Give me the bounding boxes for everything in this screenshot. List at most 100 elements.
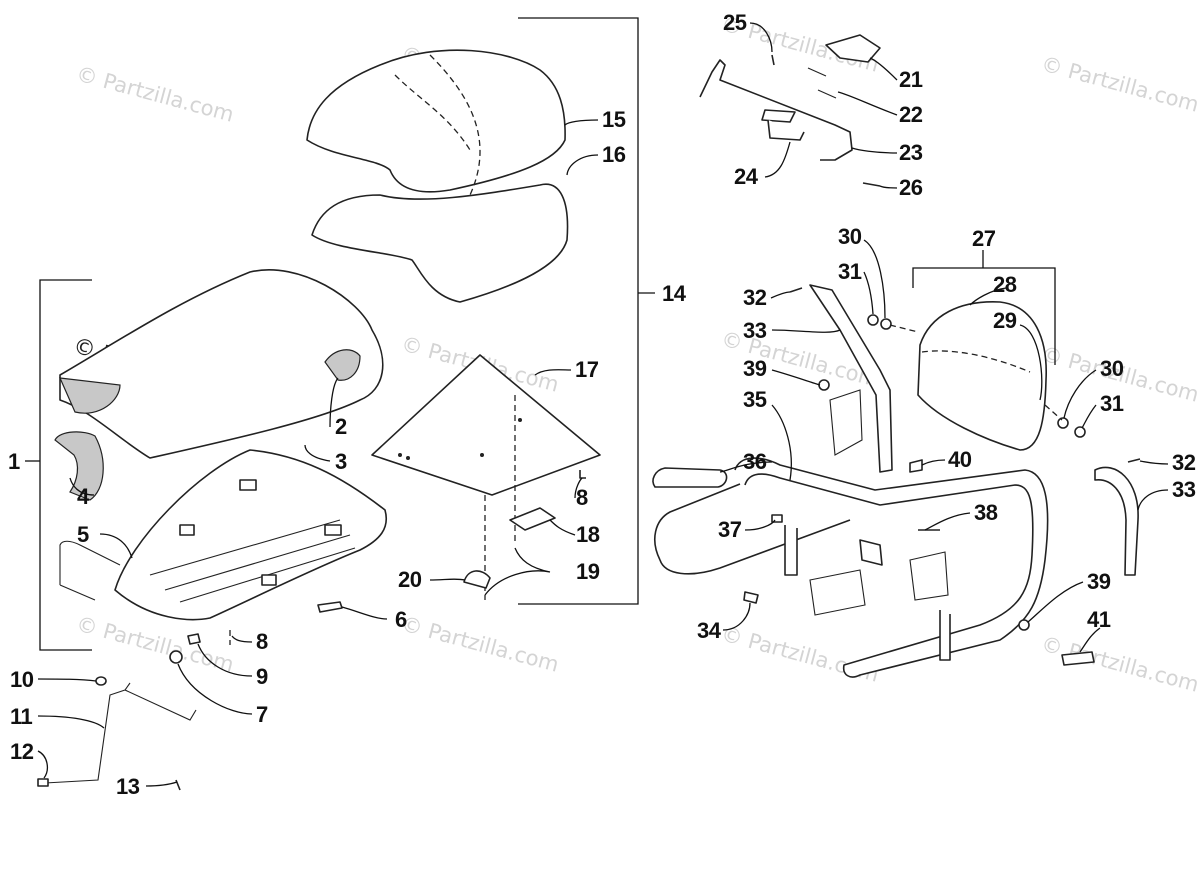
watermark: © Partzilla.com bbox=[399, 612, 562, 677]
washer-7 bbox=[169, 650, 183, 664]
callout-12: 12 bbox=[10, 739, 34, 764]
spring-22 bbox=[807, 67, 837, 99]
bracket-27 bbox=[912, 267, 1056, 365]
callout-19: 19 bbox=[576, 559, 600, 584]
watermark: © Partzilla.com bbox=[1039, 632, 1200, 697]
bolt-40 bbox=[909, 459, 923, 473]
latch-bracket-group bbox=[699, 34, 881, 187]
screw-32 bbox=[1127, 458, 1141, 463]
callout-37: 37 bbox=[718, 517, 742, 542]
seat-foam-insert bbox=[324, 349, 361, 381]
callout-25: 25 bbox=[723, 10, 747, 35]
callout-13: 13 bbox=[116, 774, 140, 799]
seat-cover bbox=[59, 269, 384, 459]
callout-8: 8 bbox=[576, 485, 588, 510]
pin-8 bbox=[579, 470, 586, 479]
nut-39 bbox=[1018, 619, 1030, 631]
seat-plate-17 bbox=[371, 354, 601, 496]
callout-32: 32 bbox=[1172, 450, 1196, 475]
callout-15: 15 bbox=[602, 107, 626, 132]
callout-9: 9 bbox=[256, 664, 268, 689]
callout-27: 27 bbox=[972, 226, 996, 251]
callout-20: 20 bbox=[398, 567, 422, 592]
callout-23: 23 bbox=[899, 140, 923, 165]
mount-bracket-2 bbox=[909, 551, 949, 601]
callout-33: 33 bbox=[743, 318, 767, 343]
callout-39: 39 bbox=[1087, 569, 1111, 594]
screw-32 bbox=[789, 287, 803, 293]
callout-24: 24 bbox=[734, 164, 759, 189]
latch-rod bbox=[44, 682, 197, 784]
latch-tip-12 bbox=[37, 778, 49, 787]
callout-16: 16 bbox=[602, 142, 626, 167]
callout-34: 34 bbox=[697, 618, 722, 643]
clip-9 bbox=[187, 633, 201, 645]
seat-assembly-group bbox=[25, 269, 387, 791]
rack-tube-front bbox=[654, 483, 851, 575]
callout-1: 1 bbox=[8, 449, 20, 474]
callout-17: 17 bbox=[575, 357, 599, 382]
backrest-pad bbox=[917, 301, 1047, 451]
callout-30: 30 bbox=[838, 224, 862, 249]
seat-kit-group bbox=[306, 17, 655, 605]
grip-36 bbox=[652, 467, 728, 488]
decal-41 bbox=[1061, 651, 1095, 666]
seat-foam-16 bbox=[311, 183, 569, 303]
clip-20 bbox=[463, 570, 491, 589]
callout-18: 18 bbox=[576, 522, 600, 547]
watermark: © Partzilla.com bbox=[74, 62, 237, 127]
bracket-24 bbox=[767, 119, 805, 141]
latch-knob-10 bbox=[95, 676, 107, 686]
watermark: © Partzilla.com bbox=[74, 612, 237, 677]
callout-10: 10 bbox=[10, 667, 34, 692]
nut-39 bbox=[818, 379, 830, 391]
callout-22: 22 bbox=[899, 102, 923, 127]
callout-26: 26 bbox=[899, 175, 923, 200]
washer-30 bbox=[1057, 417, 1069, 429]
seat-pad-4 bbox=[54, 431, 104, 501]
leader-lines bbox=[37, 22, 1169, 787]
callout-30: 30 bbox=[1100, 356, 1124, 381]
callout-32: 32 bbox=[743, 285, 767, 310]
callout-40: 40 bbox=[948, 447, 972, 472]
callout-14: 14 bbox=[662, 281, 687, 306]
callout-4: 4 bbox=[77, 484, 90, 509]
screw-26 bbox=[862, 182, 881, 187]
callout-8: 8 bbox=[256, 629, 268, 654]
callout-28: 28 bbox=[993, 272, 1017, 297]
washer-31 bbox=[1074, 426, 1086, 438]
handle-21 bbox=[825, 34, 881, 63]
seat-grab-bar bbox=[59, 540, 121, 601]
rack-group bbox=[652, 250, 1141, 678]
backrest-upright-right bbox=[1094, 466, 1139, 576]
rack-tube bbox=[734, 457, 1049, 678]
callout-36: 36 bbox=[743, 449, 767, 474]
bracket-14 bbox=[518, 17, 639, 605]
callout-29: 29 bbox=[993, 308, 1017, 333]
callout-3: 3 bbox=[335, 449, 347, 474]
callout-35: 35 bbox=[743, 387, 767, 412]
callout-7: 7 bbox=[256, 702, 268, 727]
callout-31: 31 bbox=[1100, 391, 1124, 416]
callout-31: 31 bbox=[838, 259, 862, 284]
washer-30 bbox=[880, 318, 892, 330]
callout-6: 6 bbox=[395, 607, 407, 632]
callout-2: 2 bbox=[335, 414, 347, 439]
seat-base-pan bbox=[114, 449, 387, 621]
callout-33: 33 bbox=[1172, 477, 1196, 502]
bracket-1 bbox=[39, 279, 92, 651]
screw-25 bbox=[771, 54, 775, 66]
mount-plate bbox=[829, 389, 863, 456]
callout-38: 38 bbox=[974, 500, 998, 525]
bracket-6 bbox=[317, 601, 343, 613]
bracket-18 bbox=[509, 507, 556, 531]
callout-39: 39 bbox=[743, 356, 767, 381]
bolt-34 bbox=[743, 591, 759, 604]
callout-41: 41 bbox=[1087, 607, 1111, 632]
callout-5: 5 bbox=[77, 522, 89, 547]
seat-cover-front-foam bbox=[59, 377, 121, 414]
callout-21: 21 bbox=[899, 67, 923, 92]
backrest-upright-left bbox=[809, 284, 893, 473]
callout-labels: 1 2 3 4 5 6 7 8 8 9 10 11 12 13 14 15 16… bbox=[8, 10, 1196, 799]
